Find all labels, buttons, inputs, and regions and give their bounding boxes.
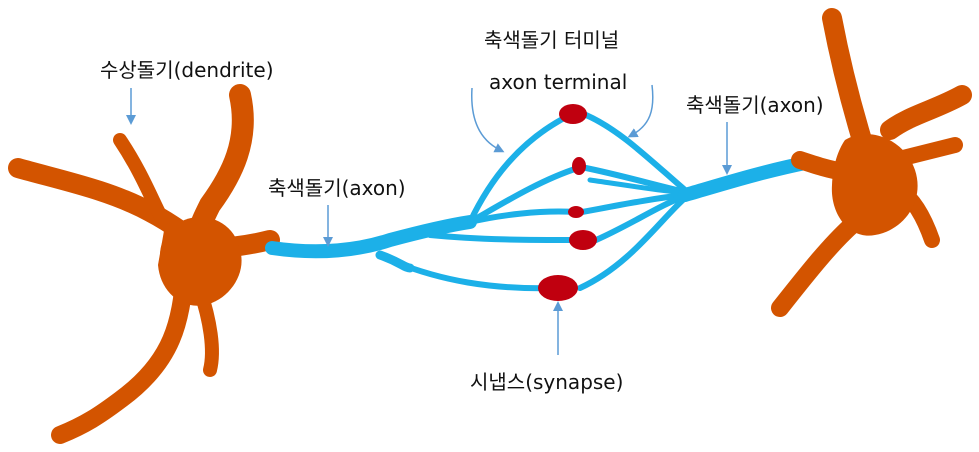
axon-terminal-korean-label: 축색돌기 터미널 xyxy=(484,28,620,52)
synapses xyxy=(538,104,597,301)
left-neuron-small-branch xyxy=(113,133,167,222)
terminal-branch-4 xyxy=(427,232,583,243)
right-neuron-lower-dendrite xyxy=(771,216,861,317)
synapse-label: 시냅스(synapse) xyxy=(470,370,624,394)
terminal-branch-2 xyxy=(467,165,581,225)
right-neuron-top-dendrite xyxy=(822,8,872,150)
left-neuron-lower-dendrite xyxy=(51,266,194,444)
right-branch-4 xyxy=(579,192,688,215)
dendrite-label: 수상돌기(dendrite) xyxy=(100,58,274,82)
annotation-arrows xyxy=(126,84,732,355)
left-axon-trunk xyxy=(265,215,477,259)
left-neuron-top-dendrite xyxy=(187,84,254,246)
left-neuron-soma-blob xyxy=(158,220,242,306)
right-neuron xyxy=(771,8,972,317)
terminal-left-arrow xyxy=(471,87,505,153)
synapse-5 xyxy=(538,275,578,301)
axon-terminal-english-label: axon terminal xyxy=(489,70,628,94)
right-neuron-upper-right-dendrite xyxy=(880,85,972,140)
axon-left-label: 축색돌기(axon) xyxy=(268,176,406,200)
synapse-4 xyxy=(569,230,597,250)
axon-right-label: 축색돌기(axon) xyxy=(686,93,824,117)
right-branch-6 xyxy=(577,195,688,291)
axon-bundle xyxy=(265,112,817,292)
terminal-branch-1 xyxy=(467,112,573,225)
left-neuron xyxy=(8,84,280,444)
terminal-right-arrow xyxy=(627,84,654,138)
terminal-branch-3 xyxy=(467,208,578,225)
synapse-3 xyxy=(568,206,584,218)
right-branch-1 xyxy=(583,112,688,193)
right-branch-3 xyxy=(587,177,688,196)
terminal-branch-5 xyxy=(392,259,561,292)
right-axon-trunk xyxy=(678,155,817,202)
right-branch-5 xyxy=(593,193,688,243)
synapse-1 xyxy=(559,104,587,124)
right-neuron-soma xyxy=(831,134,918,236)
synapse-2 xyxy=(572,157,586,175)
